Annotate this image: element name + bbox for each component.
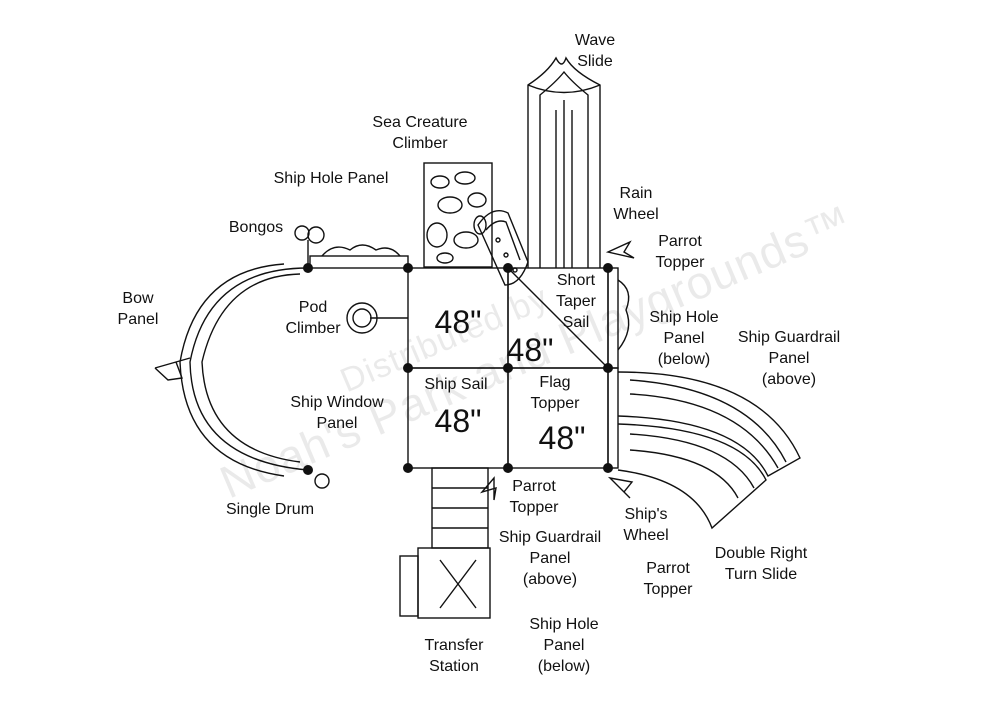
deck-height-a: 48": [434, 304, 482, 340]
label-ship-hole-panel-top: Ship Hole Panel: [273, 170, 389, 187]
deck-height-c: 48": [434, 403, 482, 439]
transfer-station: [399, 467, 491, 619]
single-drum: [314, 473, 330, 489]
label-single-drum: Single Drum: [225, 501, 315, 518]
deck-posts: [303, 263, 613, 475]
ship-hole-panel-top: [309, 244, 409, 269]
parrot-topper-mid: [479, 476, 497, 501]
pod-climber: [346, 302, 408, 334]
deck-height-b: 48": [506, 332, 554, 368]
deck-height-d: 48": [538, 420, 586, 456]
label-bongos: Bongos: [228, 219, 284, 236]
ships-wheel: [607, 476, 634, 499]
double-right-turn-slide: [607, 367, 801, 530]
taper-sail-ladder: [477, 210, 529, 286]
sea-creature-climber: [423, 162, 493, 268]
rain-wheel: [605, 240, 635, 259]
bow-panel: [154, 263, 309, 477]
wave-slide: [527, 56, 601, 268]
label-ship-sail: Ship Sail: [424, 376, 488, 393]
